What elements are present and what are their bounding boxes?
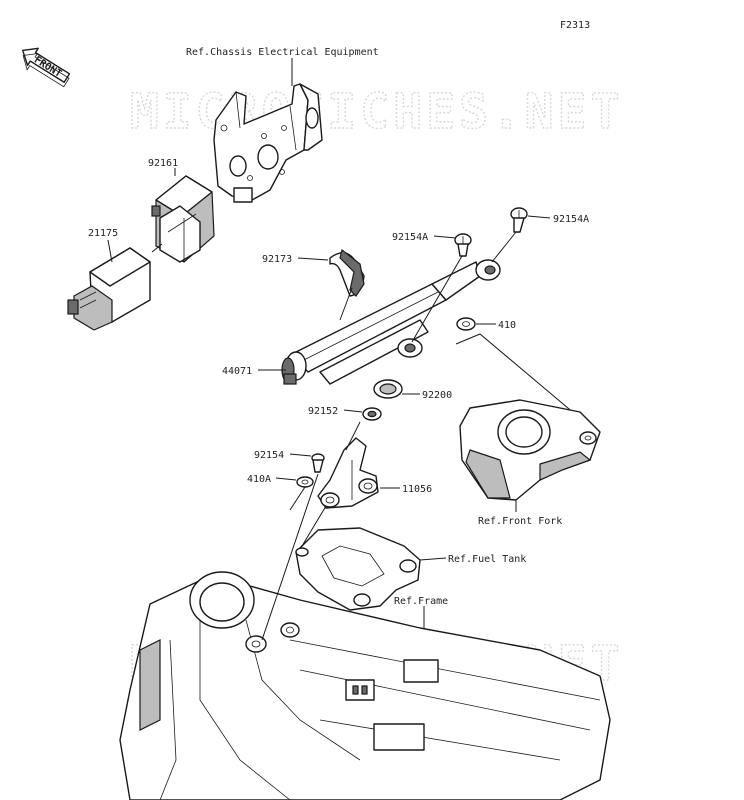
ref-frame	[119, 571, 611, 800]
leader-92154	[289, 453, 312, 457]
ref-frame: Ref.Frame	[394, 596, 448, 607]
watermark-top: MICROFICHES.NET	[130, 84, 623, 140]
leader-92173	[297, 257, 329, 261]
ref-fuel-tank: Ref.Fuel Tank	[448, 554, 526, 565]
part-label-21175: 21175	[88, 228, 118, 239]
part-92154a-bolt-right	[510, 207, 528, 233]
part-92154a-bolt-left	[454, 233, 472, 257]
leader-bolt-to-frame	[261, 473, 319, 641]
part-92161-holder	[151, 175, 215, 263]
part-92154-bolt	[311, 453, 325, 473]
diagram-code: F2313	[560, 20, 590, 31]
part-label-410a: 410A	[247, 474, 271, 485]
part-92200-washer	[373, 379, 403, 399]
leader-410a	[275, 477, 297, 481]
part-label-92154: 92154	[254, 450, 284, 461]
part-92152-collar	[362, 407, 382, 421]
ref-fuel-tank-bracket	[295, 527, 421, 611]
leader-92173-to-damper	[339, 287, 353, 321]
part-label-92152: 92152	[308, 406, 338, 417]
part-label-92154a-left: 92154A	[392, 232, 428, 243]
part-label-92173: 92173	[262, 254, 292, 265]
leader-92154a-left	[433, 235, 457, 239]
leader-92154a-left-axis	[411, 255, 463, 343]
part-11056-bracket	[317, 437, 379, 509]
leader-21175	[107, 239, 113, 263]
part-label-92161: 92161	[148, 158, 178, 169]
leader-collar-to-bracket	[345, 421, 361, 451]
part-label-410: 410	[498, 320, 516, 331]
ref-chassis-electrical: Ref.Chassis Electrical Equipment	[186, 47, 379, 58]
part-410a-washer	[296, 476, 314, 488]
part-92173-band	[329, 248, 365, 297]
leader-fuel-tank	[419, 557, 447, 561]
part-410-washer	[456, 317, 476, 331]
leader-92154a-right-axis	[491, 231, 517, 263]
leader-92152	[343, 409, 363, 413]
part-44071-steering-damper	[281, 259, 501, 385]
part-21175-ecu	[67, 247, 151, 331]
part-label-44071: 44071	[222, 366, 252, 377]
ref-front-fork-clamp	[459, 399, 601, 501]
part-label-11056: 11056	[402, 484, 432, 495]
front-arrow-icon: FRONT	[22, 47, 71, 88]
part-label-92200: 92200	[422, 390, 452, 401]
leader-92154a-right	[527, 215, 551, 219]
ref-front-fork: Ref.Front Fork	[478, 516, 562, 527]
leader-bracket-to-tank	[301, 505, 327, 547]
leader-21175-to-holder	[151, 243, 163, 253]
leader-410-to-fork	[455, 333, 595, 431]
electrical-bracket	[213, 83, 323, 203]
part-label-92154a-right: 92154A	[553, 214, 589, 225]
front-label: FRONT	[32, 55, 63, 80]
leader-410a-down	[289, 486, 306, 511]
